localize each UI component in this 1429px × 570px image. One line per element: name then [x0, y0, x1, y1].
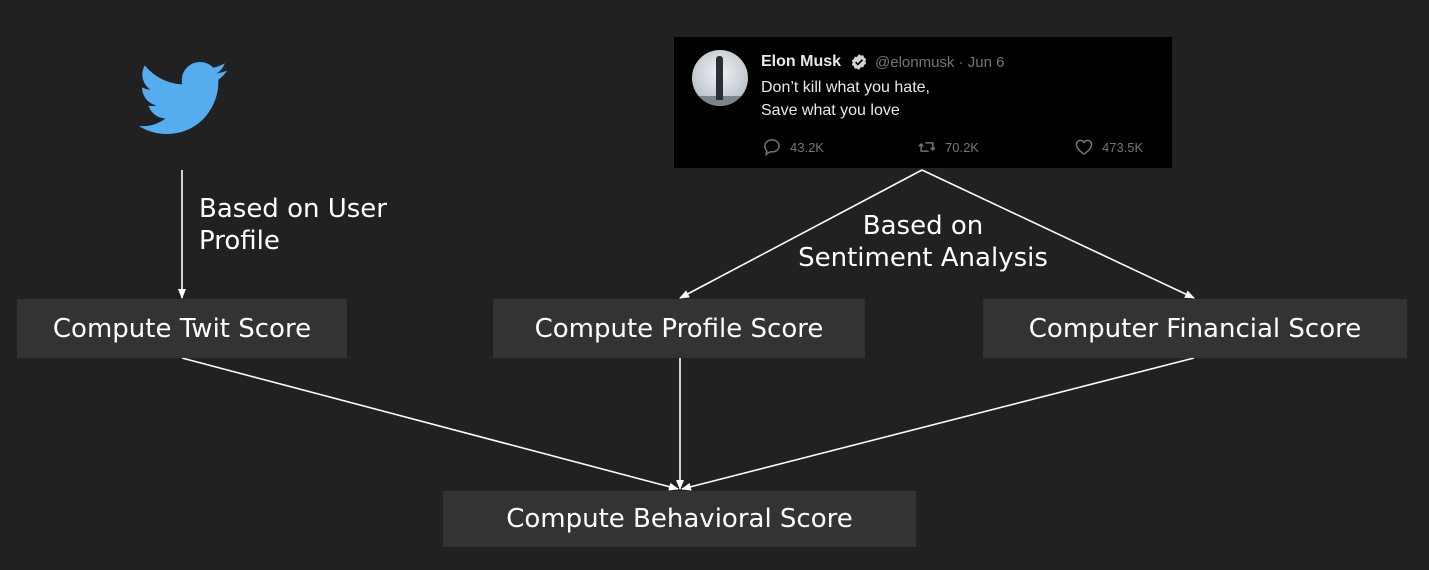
tweet-handle-date: @elonmusk · Jun 6 — [875, 54, 1005, 71]
heart-icon — [1075, 139, 1093, 155]
twitter-bird-icon — [138, 62, 228, 135]
avatar-ground — [692, 96, 748, 106]
avatar — [692, 50, 748, 106]
like-stat: 473.5K — [1074, 137, 1143, 157]
compute-profile-score-box: Compute Profile Score — [493, 299, 865, 358]
tweet-author-name: Elon Musk — [761, 53, 842, 70]
reply-icon — [764, 139, 780, 157]
computer-financial-score-box: Computer Financial Score — [983, 299, 1407, 358]
reply-count: 43.2K — [790, 139, 824, 155]
verified-badge-icon — [851, 54, 867, 70]
arrow-financial-to-behavioral — [681, 357, 1195, 491]
reply-stat: 43.2K — [762, 137, 824, 157]
like-count: 473.5K — [1102, 139, 1144, 155]
tweet-text-line-2: Save what you love — [761, 102, 900, 119]
compute-behavioral-score-box: Compute Behavioral Score — [443, 491, 916, 547]
label-line: Sentiment Analysis — [798, 243, 1048, 273]
label-line: Profile — [199, 226, 280, 256]
arrow-twit-to-behavioral — [181, 357, 679, 491]
label-based-on-user-profile: Based on User Profile — [199, 193, 429, 257]
retweet-count: 70.2K — [945, 139, 979, 155]
avatar-rocket — [716, 56, 723, 100]
retweet-stat: 70.2K — [917, 137, 979, 157]
tweet-text-line-1: Don’t kill what you hate, — [761, 79, 930, 96]
label-line: Based on — [862, 211, 984, 241]
tweet-card: Elon Musk @elonmusk · Jun 6 Don’t kill w… — [674, 37, 1172, 168]
retweet-icon — [918, 142, 936, 152]
label-based-on-sentiment-analysis: Based on Sentiment Analysis — [780, 210, 1066, 274]
label-line: Based on User — [199, 194, 387, 224]
compute-twit-score-box: Compute Twit Score — [17, 299, 347, 358]
